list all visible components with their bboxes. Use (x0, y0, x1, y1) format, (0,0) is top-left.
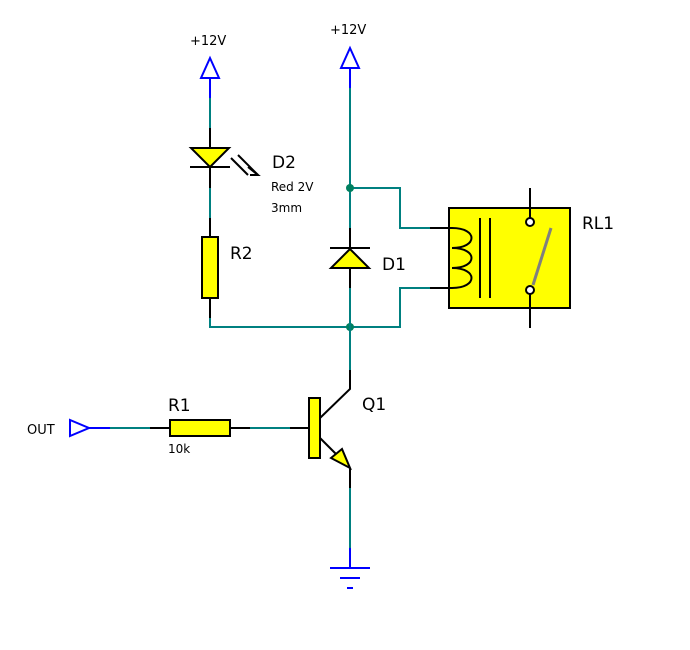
relay-rl1 (430, 188, 571, 328)
light-emission-arrows-icon (230, 154, 261, 176)
r2-label: R2 (230, 244, 253, 264)
vcc-left-symbol (199, 55, 221, 98)
transistor-q1 (290, 370, 353, 488)
d2-desc-size: 3mm (271, 201, 302, 215)
r1-value: 10k (168, 442, 190, 456)
d2-label: D2 (272, 153, 296, 173)
out-port-symbol[interactable] (69, 418, 110, 438)
d2-desc-color: Red 2V (271, 180, 314, 194)
rl1-label: RL1 (582, 214, 614, 234)
resistor-r1 (150, 419, 250, 437)
wire (350, 187, 430, 229)
vcc-left-label: +12V (190, 34, 226, 49)
r1-label: R1 (168, 396, 191, 416)
d1-label: D1 (382, 255, 406, 275)
out-label: OUT (27, 423, 55, 438)
q1-label: Q1 (362, 395, 386, 415)
resistor-r2 (201, 218, 219, 318)
wire (209, 287, 430, 328)
vcc-right-symbol (339, 45, 361, 88)
diode-d1 (328, 228, 372, 288)
vcc-right-label: +12V (330, 23, 366, 38)
ground-icon (330, 548, 370, 589)
led-d2 (188, 128, 261, 188)
junction-dot (346, 184, 354, 192)
